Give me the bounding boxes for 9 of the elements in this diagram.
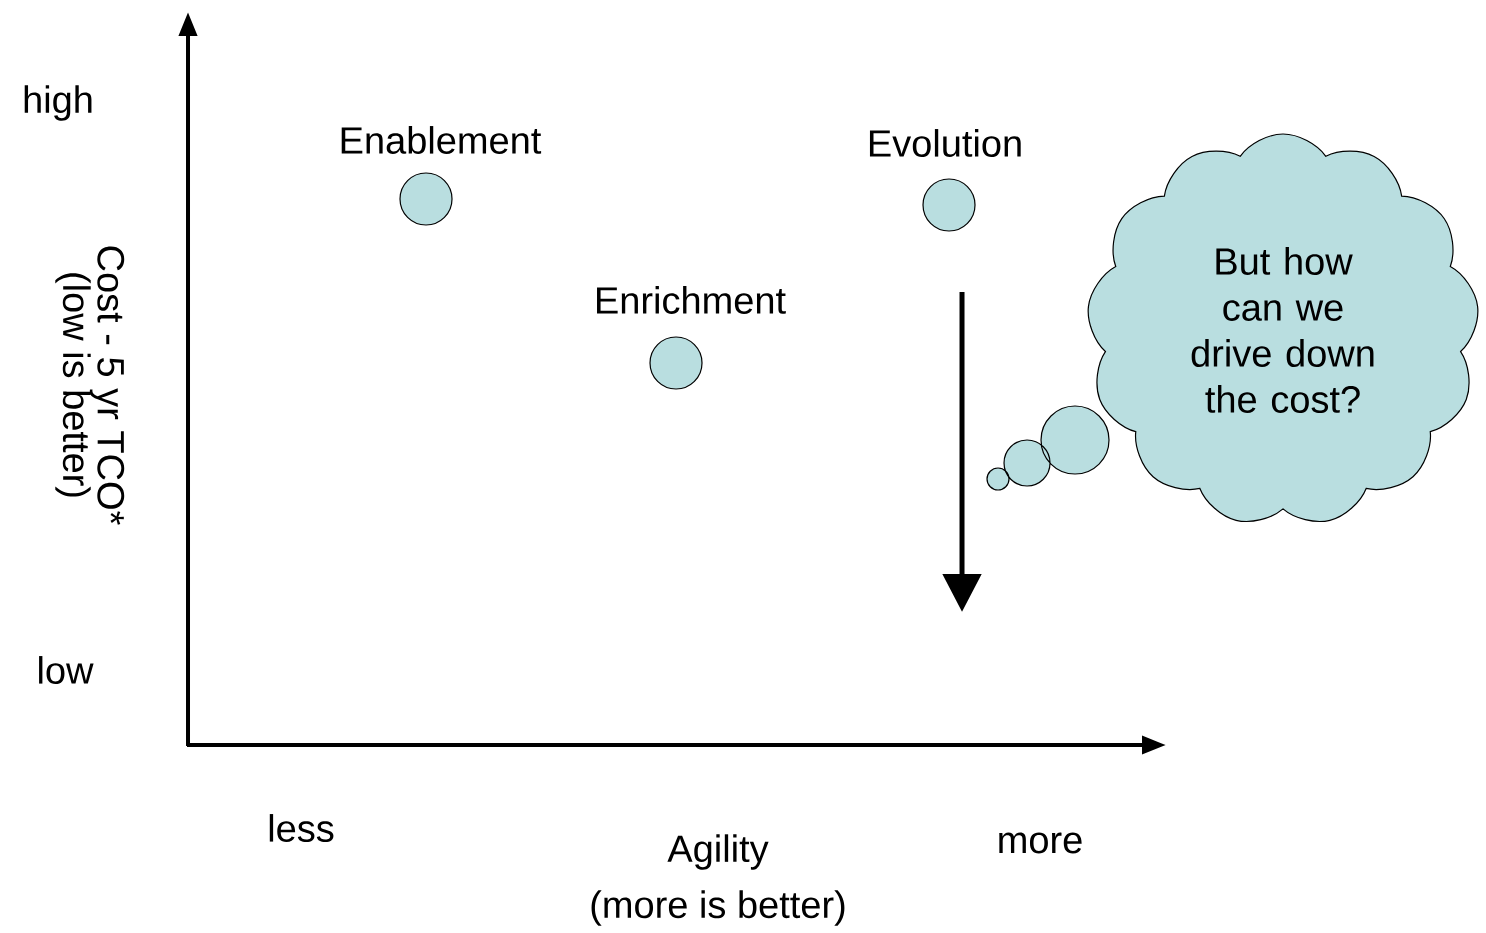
point-label: Enrichment [597, 286, 786, 314]
axis-label: low [39, 656, 94, 684]
axis-label: (more is better) [591, 890, 845, 926]
axis-label: high [24, 85, 92, 121]
axis-label: (low is better) [55, 273, 91, 497]
point-label: Enablement [341, 126, 542, 154]
axis-label: Agility [667, 834, 769, 870]
axis-label: less [269, 814, 334, 842]
axis-label: more [999, 832, 1082, 854]
